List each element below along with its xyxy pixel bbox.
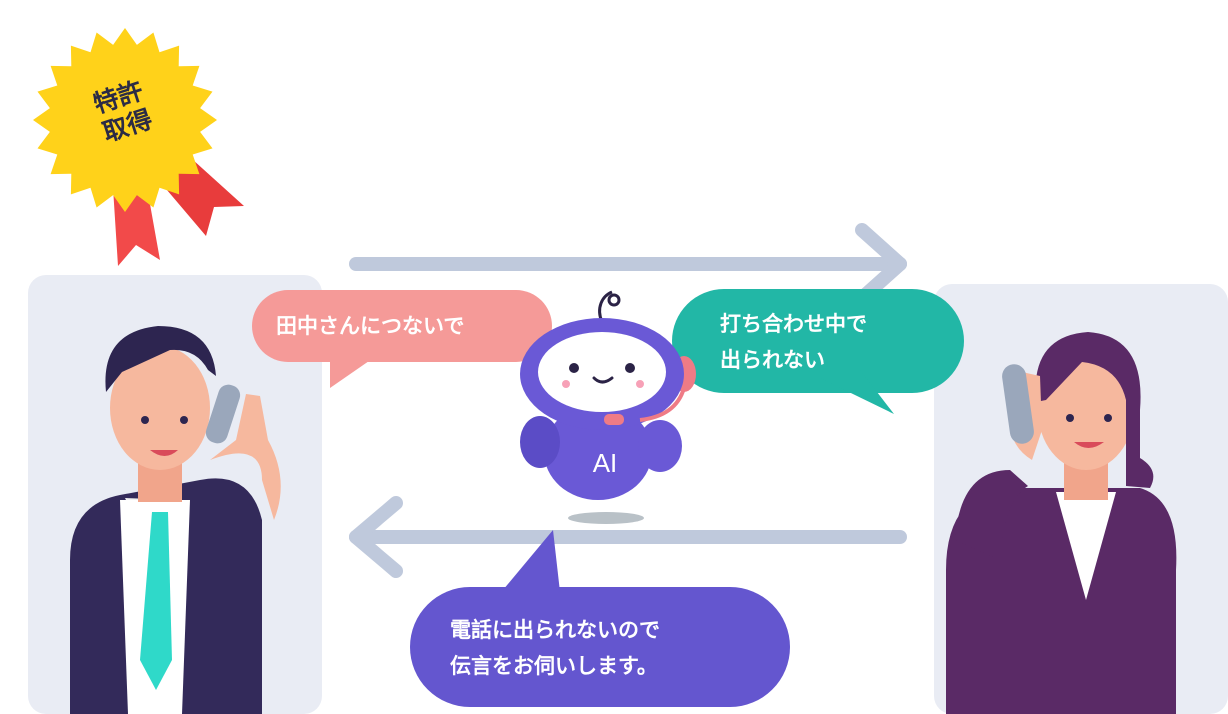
bubble-teal [672, 289, 964, 414]
ai-robot-icon [520, 290, 696, 524]
ai-message-line-2: 伝言をお伺いします。 [450, 654, 658, 678]
patent-badge-icon [33, 28, 244, 266]
arrow-left-icon [349, 496, 907, 578]
bubble-purple [410, 530, 790, 707]
ai-message-text: 電話に出られないので 伝言をお伺いします。 [450, 612, 660, 684]
businessman-icon [70, 326, 281, 714]
businesswoman-icon [946, 332, 1177, 714]
bubble-pink [252, 290, 552, 388]
ai-message-line-1: 電話に出られないので [450, 618, 660, 642]
receiver-reply-line-2: 出られない [720, 348, 825, 372]
arrow-right-icon [349, 223, 907, 305]
ai-label: AI [592, 448, 618, 478]
receiver-reply-line-1: 打ち合わせ中で [720, 312, 867, 336]
receiver-reply-text: 打ち合わせ中で 出られない [720, 306, 867, 378]
caller-request-text: 田中さんにつないで [276, 314, 465, 338]
